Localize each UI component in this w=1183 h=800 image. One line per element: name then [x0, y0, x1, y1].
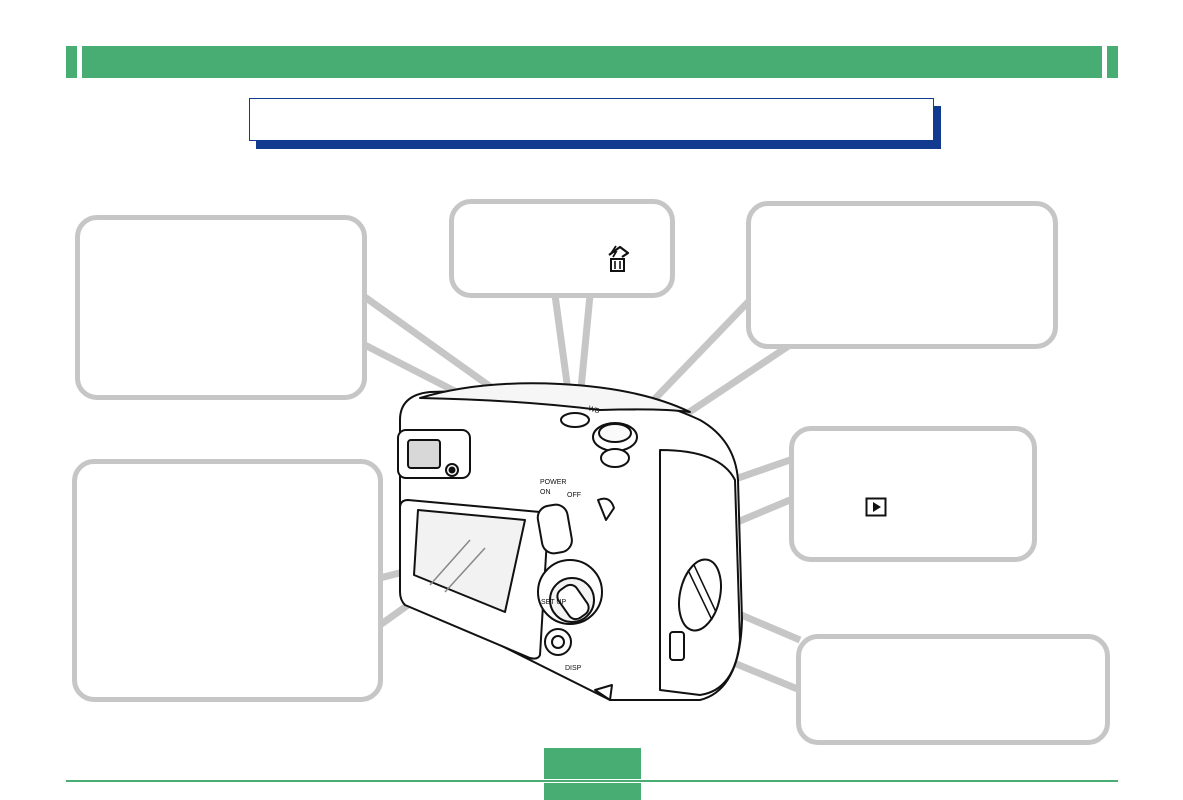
title-box: [249, 98, 934, 141]
callout-upper-right: [746, 201, 1058, 349]
side-port-cover: [669, 631, 685, 661]
label-off: OFF: [567, 492, 581, 499]
viewfinder-window: [407, 439, 441, 469]
callout-middle-right: [789, 426, 1037, 562]
label-setup: SET UP: [541, 599, 566, 606]
zoom-button: [600, 448, 630, 468]
flash-delete-icon: [605, 244, 631, 274]
camera-top-face: [419, 382, 691, 413]
callout-top-center: [449, 199, 675, 298]
page-number-tab-lower: [544, 783, 641, 800]
callout-lower-right: [796, 634, 1110, 745]
flash-delete-button: [560, 412, 590, 428]
page-number-tab: [544, 748, 641, 779]
callout-upper-left: [75, 215, 367, 400]
power-switch: [536, 503, 573, 555]
play-icon: [864, 496, 888, 518]
label-on: ON: [540, 489, 551, 496]
lcd-screen: [413, 509, 526, 613]
header-bar: [82, 46, 1102, 78]
label-disp: DISP: [565, 665, 582, 672]
strap-loop: [597, 497, 615, 521]
footer-rule: [66, 780, 1118, 782]
page-number: [544, 748, 641, 779]
label-power: POWER: [540, 479, 566, 486]
bottom-flap: [594, 684, 613, 701]
header-bar-left-segment: [66, 46, 77, 78]
callout-lower-left: [72, 459, 383, 702]
label-top-button: WB: [587, 405, 600, 415]
header-bar-right-segment: [1107, 46, 1118, 78]
